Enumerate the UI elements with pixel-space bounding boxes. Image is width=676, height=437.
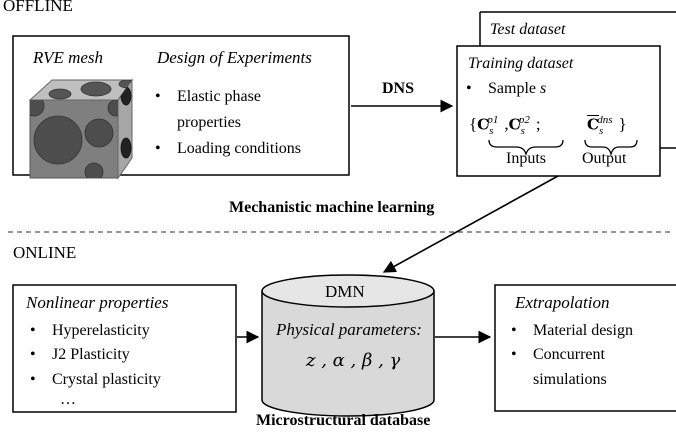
extrapolation-box [494, 284, 676, 412]
inputs-math: {Csp1,Csp2; [469, 114, 541, 138]
mml-label: Mechanistic machine learning [229, 199, 435, 216]
training-dataset-title: Training dataset [468, 55, 574, 72]
inputs-brace [488, 139, 564, 157]
extrapolation-item: •Material design [511, 322, 633, 339]
nonlinear-title: Nonlinear properties [26, 293, 169, 312]
dns-label: DNS [382, 80, 415, 97]
mml-arrow [382, 175, 559, 273]
dmn-cylinder [261, 274, 435, 417]
doe-title: Design of Experiments [157, 48, 312, 67]
output-brace [584, 139, 638, 157]
nonlinear-item: •J2 Plasticity [30, 346, 130, 363]
offline-label: OFFLINE [3, 0, 73, 15]
dmn-label: DMN [325, 282, 365, 301]
extrapolation-item-cont: simulations [533, 371, 607, 388]
doe-item-elastic-cont: properties [177, 114, 241, 131]
rve-mesh-title: RVE mesh [33, 48, 104, 67]
extrapolation-title: Extrapolation [515, 293, 610, 312]
doe-item-elastic: •Elastic phase [155, 88, 261, 105]
inputs-label: Inputs [506, 150, 546, 167]
sample-item: •Sample s [466, 80, 547, 97]
nonlinear-item: •Crystal plasticity [30, 371, 161, 388]
nonlinear-box [12, 284, 237, 413]
nonlinear-item: •Hyperelasticity [30, 322, 150, 339]
physical-parameters-title: Physical parameters: [276, 320, 422, 339]
extrapolation-item: •Concurrent [511, 346, 605, 363]
offline-input-box [12, 35, 350, 176]
nonlinear-ellipsis: … [60, 391, 76, 408]
output-label: Output [582, 150, 627, 167]
physical-parameters-symbols: z , α , β , γ [306, 350, 401, 371]
output-math: Csdns} [587, 114, 627, 138]
test-dataset-box [479, 11, 676, 149]
microstructural-database-label: Microstructural database [256, 412, 431, 429]
training-dataset-box [456, 45, 661, 177]
test-dataset-title: Test dataset [490, 21, 566, 38]
doe-item-loading: •Loading conditions [155, 140, 301, 157]
rve-mesh-image [28, 78, 133, 180]
online-label: ONLINE [13, 243, 77, 262]
